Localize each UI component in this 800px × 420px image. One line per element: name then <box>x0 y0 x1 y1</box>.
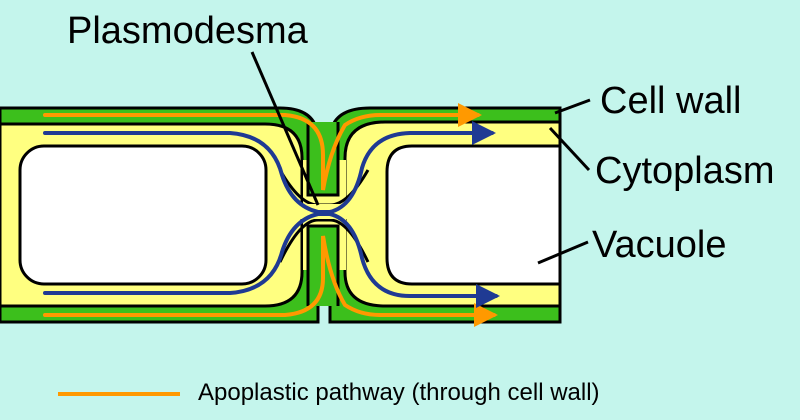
plasmodesma-pointer <box>250 51 320 206</box>
cell-wall-label: Cell wall <box>600 80 742 122</box>
symplastic-pathway <box>43 121 500 308</box>
right-vacuole <box>385 144 562 286</box>
vacuole-label: Vacuole <box>592 224 727 266</box>
legend-apoplastic-text: Apoplastic pathway (through cell wall) <box>198 379 600 406</box>
cytoplasm-label: Cytoplasm <box>595 150 775 192</box>
vacuole-pointer <box>537 240 589 265</box>
cytoplasm-pointer <box>548 126 591 172</box>
pointer-lines <box>250 51 591 265</box>
plasmodesma-label: Plasmodesma <box>67 10 308 52</box>
apoplastic-bottom-arrow <box>43 235 498 327</box>
left-vacuole <box>18 144 268 286</box>
left-cell <box>0 106 320 324</box>
apoplastic-pathway <box>43 103 498 327</box>
symplastic-bottom-arrow <box>43 212 500 308</box>
cell-wall-pointer <box>554 98 591 115</box>
right-cell <box>328 106 562 324</box>
apoplastic-top-arrow <box>43 103 482 191</box>
